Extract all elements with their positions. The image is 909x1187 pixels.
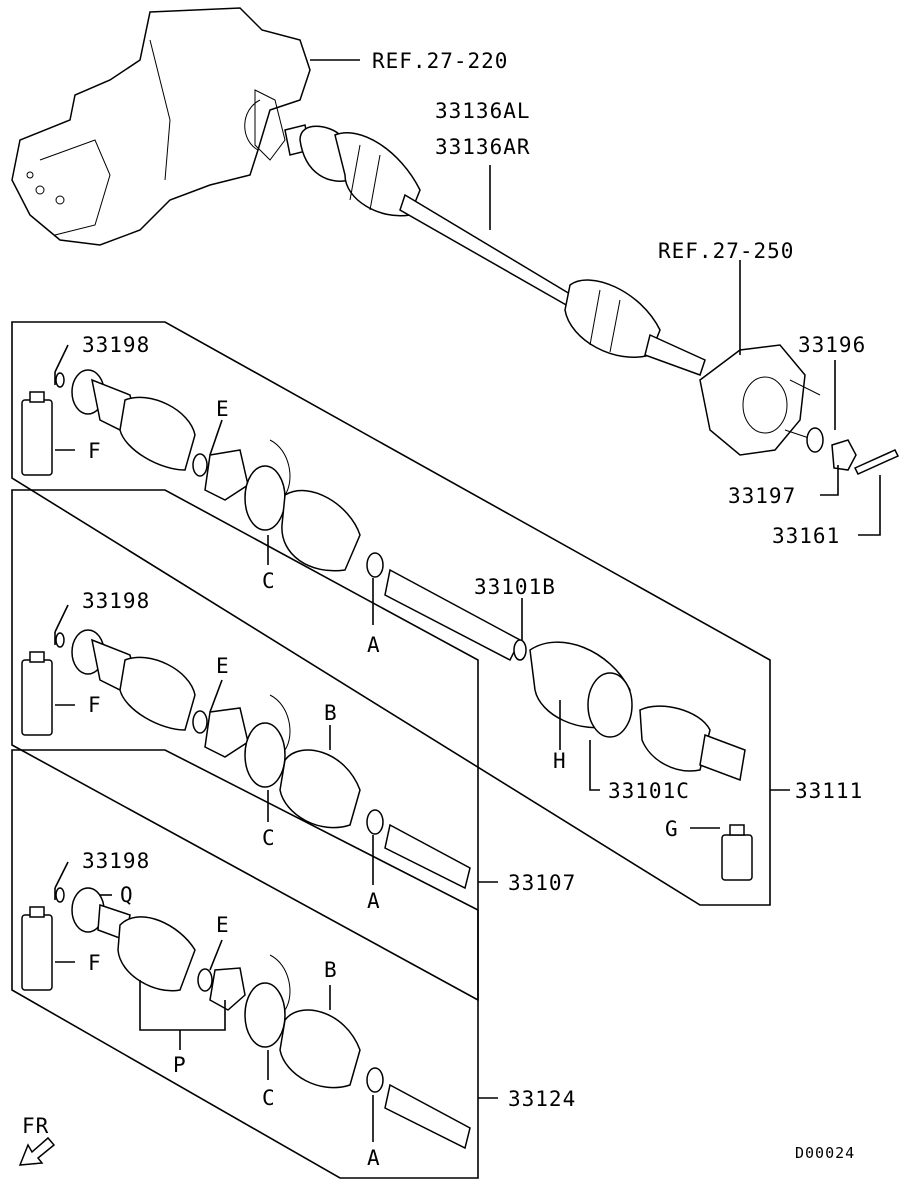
label-33198-1: 33198 — [82, 333, 150, 357]
label-f-2: F — [88, 693, 102, 717]
label-33101b: 33101B — [474, 575, 556, 599]
label-33136al: 33136AL — [435, 99, 531, 123]
panel-33107 — [11, 489, 479, 1002]
label-h: H — [553, 749, 567, 773]
label-f-1: F — [88, 439, 102, 463]
front-arrow-icon — [18, 1136, 56, 1166]
label-c-1: C — [262, 569, 276, 593]
panel1-parts — [21, 369, 753, 881]
label-33124: 33124 — [508, 1087, 576, 1111]
nut-part — [831, 439, 857, 471]
diagram-code: D00024 — [795, 1144, 855, 1162]
label-q: Q — [120, 883, 134, 907]
drive-shaft-assembly — [284, 124, 706, 376]
label-e-3: E — [216, 913, 230, 937]
panel-33111 — [11, 321, 771, 906]
label-33111: 33111 — [795, 779, 863, 803]
label-a-1: A — [367, 633, 381, 657]
label-e-1: E — [216, 397, 230, 421]
label-fr: FR — [22, 1114, 49, 1138]
label-g: G — [665, 817, 679, 841]
panel3-parts — [21, 887, 471, 1150]
label-33198-3: 33198 — [82, 849, 150, 873]
label-a-2: A — [367, 889, 381, 913]
label-b-1: B — [324, 701, 338, 725]
label-p: P — [173, 1053, 187, 1077]
wheel-hub — [699, 344, 821, 456]
label-33101c: 33101C — [608, 779, 690, 803]
label-a-3: A — [367, 1146, 381, 1170]
label-33196: 33196 — [798, 333, 866, 357]
transaxle-housing — [11, 7, 311, 246]
label-e-2: E — [216, 654, 230, 678]
label-c-2: C — [262, 826, 276, 850]
label-33136ar: 33136AR — [435, 135, 531, 159]
label-f-3: F — [88, 951, 102, 975]
label-c-3: C — [262, 1086, 276, 1110]
label-b-2: B — [324, 958, 338, 982]
label-ref-27-220: REF.27-220 — [372, 49, 508, 73]
label-33161: 33161 — [772, 524, 840, 548]
cotter-pin-part — [853, 449, 900, 475]
washer-part — [806, 427, 824, 453]
label-ref-27-250: REF.27-250 — [658, 239, 794, 263]
label-33198-2: 33198 — [82, 589, 150, 613]
label-33107: 33107 — [508, 871, 576, 895]
panel-33124 — [11, 749, 479, 1179]
panel2-parts — [21, 629, 471, 890]
label-33197: 33197 — [728, 484, 796, 508]
